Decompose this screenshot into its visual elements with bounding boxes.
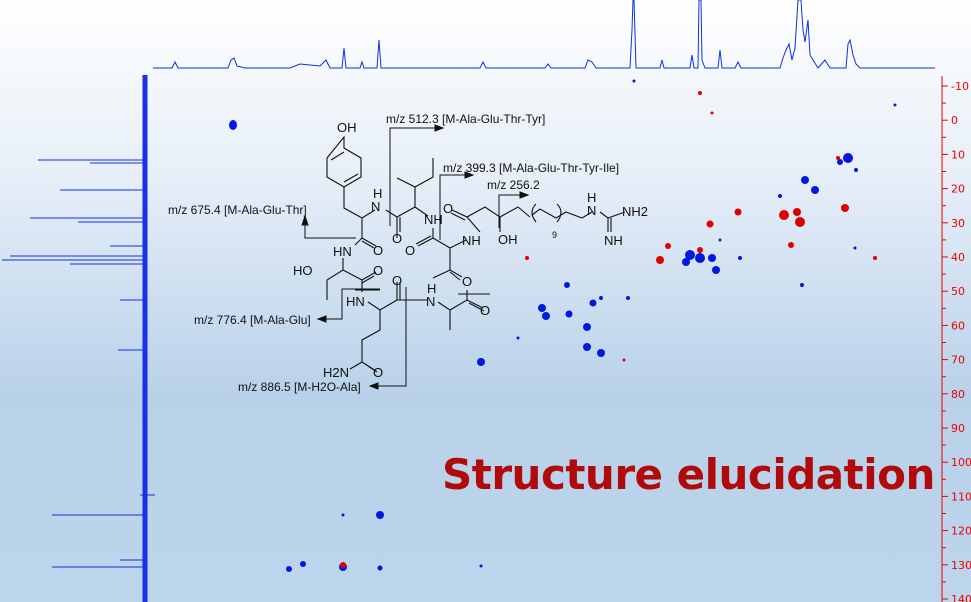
axis-tick-label: 110 — [951, 490, 971, 503]
top-1d-spectrum — [153, 0, 935, 69]
axis-tick-label: 130 — [951, 559, 971, 572]
atom-o: O — [392, 231, 402, 246]
axis-tick-label: 80 — [951, 388, 965, 401]
axis-tick-label: 10 — [951, 148, 965, 161]
atom-n: N — [371, 199, 380, 214]
axis-tick-label: 70 — [951, 354, 965, 367]
atom-nh: NH — [424, 212, 443, 227]
fragment-arrows — [301, 124, 530, 390]
axis-tick-label: 90 — [951, 422, 965, 435]
atom-nh2: NH2 — [622, 204, 648, 219]
atom-o: O — [373, 263, 383, 278]
atom-h: H — [587, 190, 596, 205]
axis-tick-label: 50 — [951, 285, 965, 298]
atom-hn: HN — [333, 244, 352, 259]
axis-tick-label: 120 — [951, 525, 971, 538]
atom-hn: HN — [346, 294, 365, 309]
fragment-675: m/z 675.4 [M-Ala-Glu-Thr] — [168, 203, 307, 217]
atom-o: O — [462, 274, 472, 289]
atom-nh: NH — [604, 233, 623, 248]
fragment-776: m/z 776.4 [M-Ala-Glu] — [194, 313, 311, 327]
atom-oh: OH — [337, 120, 357, 135]
fragment-256: m/z 256.2 — [487, 178, 540, 192]
axis-tick-label: 20 — [951, 183, 965, 196]
peaks — [229, 79, 897, 572]
atom-nh: NH — [462, 233, 481, 248]
atom-h2n: H2N — [323, 365, 349, 380]
atom-count: 9 — [552, 230, 557, 240]
atom-o: O — [373, 243, 383, 258]
atom-h: H — [427, 281, 436, 296]
atom-o: O — [392, 273, 402, 288]
atom-o: O — [373, 365, 383, 380]
fragment-512: m/z 512.3 [M-Ala-Glu-Thr-Tyr] — [386, 112, 545, 126]
atom-n: N — [587, 203, 596, 218]
fragment-399: m/z 399.3 [M-Ala-Glu-Thr-Tyr-Ile] — [443, 161, 619, 175]
axis-tick-label: -10 — [951, 80, 969, 93]
atom-n: N — [426, 294, 435, 309]
atom-ho: HO — [293, 263, 313, 278]
slide-title: Structure elucidation — [442, 450, 935, 499]
atom-o: O — [480, 303, 490, 318]
atom-o: O — [405, 243, 415, 258]
atom-o: O — [443, 201, 453, 216]
fragment-886: m/z 886.5 [M-H2O-Ala] — [238, 380, 361, 394]
axis-tick-label: 0 — [951, 114, 958, 127]
atom-h: H — [373, 186, 382, 201]
atom-oh: OH — [498, 232, 518, 247]
axis-tick-label: 100 — [951, 456, 971, 469]
axis-tick-label: 30 — [951, 217, 965, 230]
chemical-structure — [326, 135, 626, 373]
axis-tick-label: 40 — [951, 251, 965, 264]
axis-tick-label: 140 — [951, 593, 971, 602]
left-1d-spectrum — [2, 75, 155, 602]
axis-tick-label: 60 — [951, 319, 965, 332]
